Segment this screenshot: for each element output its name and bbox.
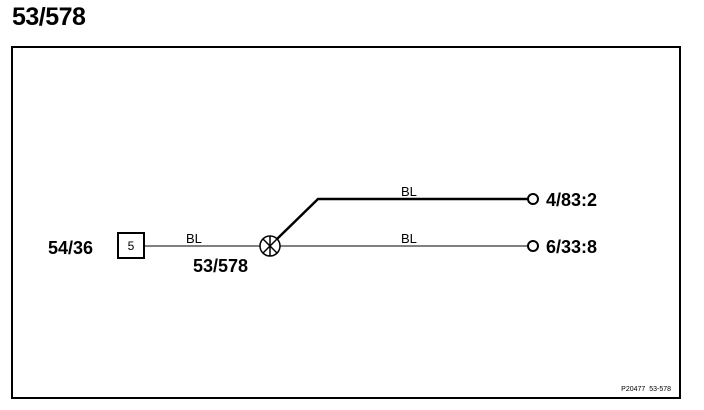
source-pin-box [117, 232, 145, 259]
diagram-frame [11, 46, 681, 399]
splice-label: 53/578 [193, 256, 248, 276]
source-connector-label: 54/36 [48, 238, 93, 258]
source-pin-number: 5 [128, 239, 135, 253]
terminal-icon [527, 240, 539, 252]
wire-color-label: BL [186, 231, 202, 246]
destination-label: 6/33:8 [546, 237, 597, 257]
page-title: 53/578 [12, 3, 86, 31]
wire-color-label: BL [401, 184, 417, 199]
destination-label: 4/83:2 [546, 190, 597, 210]
reference-code: P20477 53-578 [621, 386, 671, 393]
terminal-icon [527, 193, 539, 205]
wire-color-label: BL [401, 231, 417, 246]
splice-icon [259, 235, 281, 257]
wire-splice-to-upper [276, 197, 528, 240]
